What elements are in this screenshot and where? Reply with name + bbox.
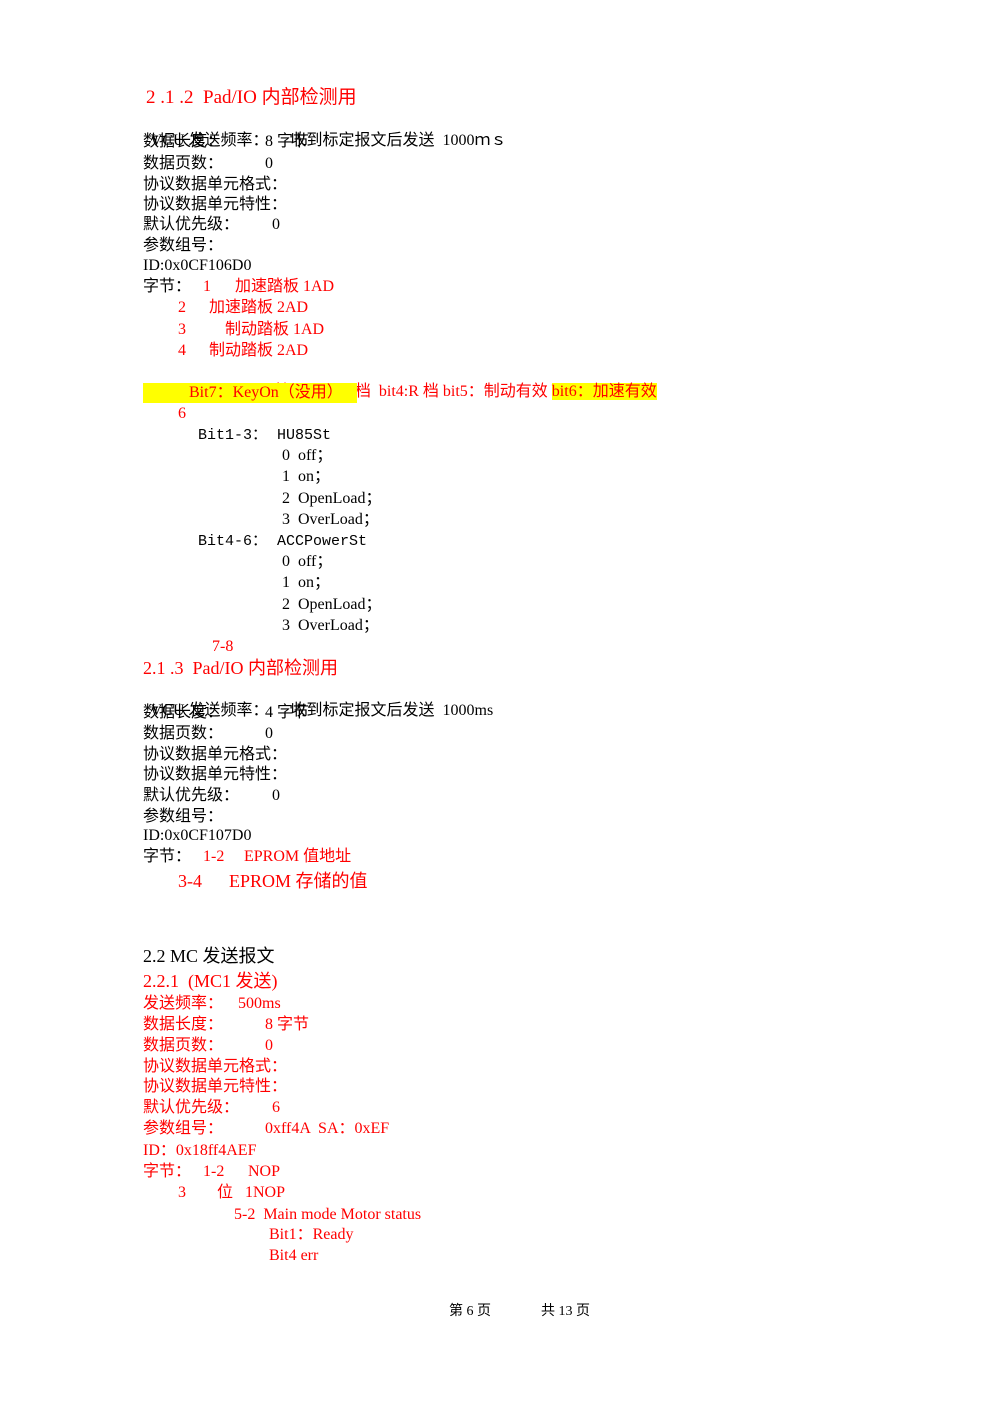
byte-2-text: 加速踏板 2AD: [209, 299, 309, 316]
len-label-3: 数据长度：: [143, 1016, 224, 1033]
priority-value-3: 6: [272, 1099, 280, 1116]
pgn-value-3: 0xff4A SA：0xEF: [265, 1120, 390, 1137]
len-label-2: 数据长度：: [143, 704, 224, 721]
heading-2-1-3: 2.1 .3 Pad/IO 内部检测用: [143, 658, 338, 678]
bit46-label: Bit4-6：: [198, 533, 268, 550]
bit46-val-1: 1 on；: [282, 574, 331, 591]
priority-label-3: 默认优先级：: [143, 1099, 240, 1116]
message-id-3: ID：0x18ff4AEF: [143, 1142, 257, 1159]
bit46-val-3: 3 OverLoad；: [282, 617, 379, 634]
vcu-freq-label: VCU 发送频率：: [150, 132, 269, 149]
pdu-specific-2: 协议数据单元特性：: [143, 766, 288, 783]
message-id-2: ID:0x0CF107D0: [143, 827, 252, 844]
bit1-ready: Bit1：Ready: [269, 1226, 354, 1243]
bit46-val-2: 2 OpenLoad；: [282, 596, 382, 613]
byte-1-2-num-3: 1-2: [203, 1163, 225, 1180]
byte-1-text: 加速踏板 1AD: [235, 278, 335, 295]
byte-4-num: 4: [178, 342, 186, 359]
bytes-label: 字节：: [143, 278, 192, 295]
byte-4-text: 制动踏板 2AD: [209, 342, 309, 359]
freq-label-3: 发送频率：: [143, 995, 224, 1012]
len-label: 数据长度：: [143, 133, 224, 150]
pdu-specific-3: 协议数据单元特性：: [143, 1078, 288, 1095]
byte-1-num: 1: [203, 278, 211, 295]
byte-7-8: 7-8: [212, 638, 234, 655]
byte-3-4-text: EPROM 存储的值: [229, 871, 368, 891]
pgn-label-2: 参数组号：: [143, 808, 224, 825]
pages-label: 数据页数：: [143, 155, 224, 172]
bit13-val-1: 1 on；: [282, 468, 331, 485]
freq-value-3: 500ms: [238, 995, 281, 1012]
priority-label: 默认优先级：: [143, 216, 240, 233]
byte-3-4-num: 3-4: [178, 871, 202, 891]
priority-value-2: 0: [272, 787, 280, 804]
byte-3-text-3: 位 1NOP: [217, 1184, 286, 1201]
pdu-format-3: 协议数据单元格式：: [143, 1058, 288, 1075]
byte-5-highlight: bit6：加速有效: [551, 383, 657, 400]
pages-label-2: 数据页数：: [143, 725, 224, 742]
len-value: 8 字节: [265, 133, 310, 150]
vcu-freq-row: VCU 发送频率： 收到标定报文后发送 1000ｍｓ: [143, 111, 507, 151]
bit13-name: HU85St: [277, 427, 332, 444]
bit46-val-0: 0 off；: [282, 553, 333, 570]
bytes-label-3: 字节：: [143, 1163, 192, 1180]
bit13-val-2: 2 OpenLoad；: [282, 490, 382, 507]
pdu-format-2: 协议数据单元格式：: [143, 746, 288, 763]
pgn-label-3: 参数组号：: [143, 1120, 224, 1137]
len-value-3: 8 字节: [265, 1016, 310, 1033]
priority-label-2: 默认优先级：: [143, 787, 240, 804]
bit13-label: Bit1-3：: [198, 427, 268, 444]
vcu-freq-label-2: VCU 发送频率：: [150, 702, 269, 719]
pages-label-3: 数据页数：: [143, 1037, 224, 1054]
byte-1-2-text: EPROM 值地址: [244, 848, 352, 865]
vcu-freq-value: 收到标定报文后发送 1000ｍｓ: [290, 132, 507, 149]
pdu-specific: 协议数据单元特性：: [143, 196, 288, 213]
heading-2-1-2: 2 .1 .2 Pad/IO 内部检测用: [146, 87, 357, 108]
vcu-freq-row-2: VCU 发送频率： 收到标定报文后发送 1000ms: [143, 681, 493, 721]
bit13-val-0: 0 off；: [282, 447, 333, 464]
pgn-label: 参数组号：: [143, 237, 224, 254]
byte-6-num: 6: [178, 405, 186, 422]
pages-value-2: 0: [265, 725, 273, 742]
bit46-name: ACCPowerSt: [277, 533, 368, 550]
bytes-label-2: 字节：: [143, 848, 192, 865]
byte-5-line2: Bit7：KeyOn（没用）: [143, 383, 357, 403]
footer-total-pages: 共 13 页: [541, 1304, 590, 1319]
pdu-format: 协议数据单元格式：: [143, 176, 288, 193]
byte-3-num: 3: [178, 321, 186, 338]
byte-5-2-text: 5-2 Main mode Motor status: [234, 1206, 422, 1223]
byte-3-num-3: 3: [178, 1184, 186, 1201]
priority-value: 0: [272, 216, 280, 233]
byte-1-2-text-3: NOP: [248, 1163, 281, 1180]
bit13-val-3: 3 OverLoad；: [282, 511, 379, 528]
message-id: ID:0x0CF106D0: [143, 257, 252, 274]
bit4-err: Bit4 err: [269, 1247, 319, 1264]
byte-3-text: 制动踏板 1AD: [225, 321, 325, 338]
footer-page-number: 第 6 页: [449, 1304, 491, 1319]
heading-2-2-1: 2.2.1 (MC1 发送): [143, 971, 278, 991]
byte-2-num: 2: [178, 299, 186, 316]
vcu-freq-value-2: 收到标定报文后发送 1000ms: [290, 702, 494, 719]
pages-value: 0: [265, 155, 273, 172]
len-value-2: 4 字节: [265, 704, 310, 721]
byte-1-2-num: 1-2: [203, 848, 225, 865]
pages-value-3: 0: [265, 1037, 273, 1054]
heading-2-2: 2.2 MC 发送报文: [143, 946, 275, 966]
